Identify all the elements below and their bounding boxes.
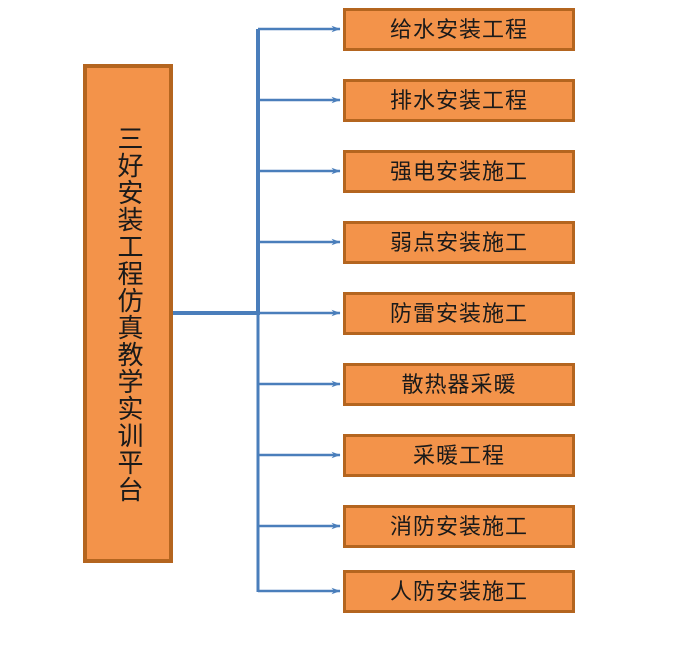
child-node-label-4: 弱点安装施工 bbox=[389, 229, 528, 255]
child-node-7[interactable]: 采暖工程 bbox=[343, 434, 575, 477]
child-node-8[interactable]: 消防安装施工 bbox=[343, 505, 575, 548]
child-node-3[interactable]: 强电安装施工 bbox=[343, 150, 575, 193]
child-node-label-7: 采暖工程 bbox=[412, 442, 505, 468]
child-node-4[interactable]: 弱点安装施工 bbox=[343, 221, 575, 264]
child-node-label-2: 排水安装工程 bbox=[389, 87, 528, 113]
child-node-2[interactable]: 排水安装工程 bbox=[343, 79, 575, 122]
child-node-label-8: 消防安装施工 bbox=[389, 513, 528, 539]
child-node-1[interactable]: 给水安装工程 bbox=[343, 8, 575, 51]
root-node-platform[interactable]: 三好安装工程仿真教学实训平台 bbox=[83, 64, 173, 563]
child-node-6[interactable]: 散热器采暖 bbox=[343, 363, 575, 406]
child-node-5[interactable]: 防雷安装施工 bbox=[343, 292, 575, 335]
child-node-label-1: 给水安装工程 bbox=[389, 16, 528, 42]
root-node-label: 三好安装工程仿真教学实训平台 bbox=[114, 124, 144, 503]
child-node-label-9: 人防安装施工 bbox=[389, 578, 528, 604]
child-node-label-6: 散热器采暖 bbox=[401, 371, 517, 397]
child-node-label-3: 强电安装施工 bbox=[389, 158, 528, 184]
child-node-9[interactable]: 人防安装施工 bbox=[343, 570, 575, 613]
child-node-label-5: 防雷安装施工 bbox=[389, 300, 528, 326]
